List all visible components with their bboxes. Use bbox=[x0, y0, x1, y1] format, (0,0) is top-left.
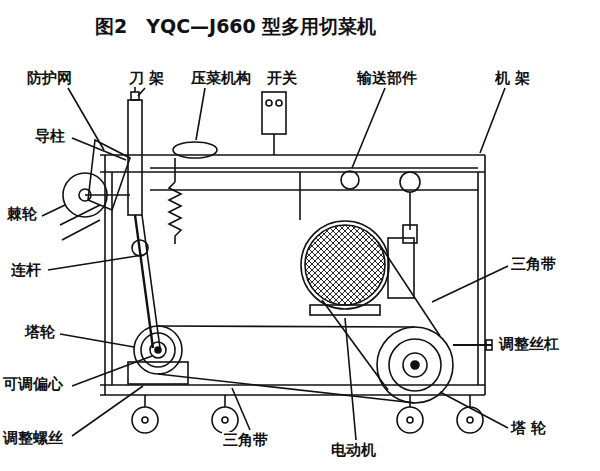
part-label: 调整螺丝 bbox=[2, 430, 64, 447]
part-label: 三角带 bbox=[222, 432, 269, 449]
part-label: 连杆 bbox=[10, 262, 42, 279]
part-label: 刀 架 bbox=[128, 70, 165, 87]
part-label: 棘轮 bbox=[6, 206, 38, 223]
part-label: 输送部件 bbox=[356, 70, 418, 87]
part-label: 三角带 bbox=[510, 256, 557, 273]
part-label: 调整丝杠 bbox=[498, 336, 560, 353]
part-label: 可调偏心 bbox=[2, 376, 64, 393]
part-label: 导柱 bbox=[34, 128, 66, 145]
part-label: 防护网 bbox=[26, 70, 73, 87]
part-label: 塔轮 bbox=[24, 324, 56, 341]
part-label: 机 架 bbox=[494, 70, 531, 87]
part-label: 压菜机构 bbox=[190, 70, 252, 87]
part-label: 塔 轮 bbox=[510, 420, 547, 437]
figure-title: 图2 YQC—J660 型多用切菜机 bbox=[95, 16, 376, 38]
part-label: 电动机 bbox=[330, 442, 377, 459]
part-label: 开关 bbox=[266, 70, 298, 87]
